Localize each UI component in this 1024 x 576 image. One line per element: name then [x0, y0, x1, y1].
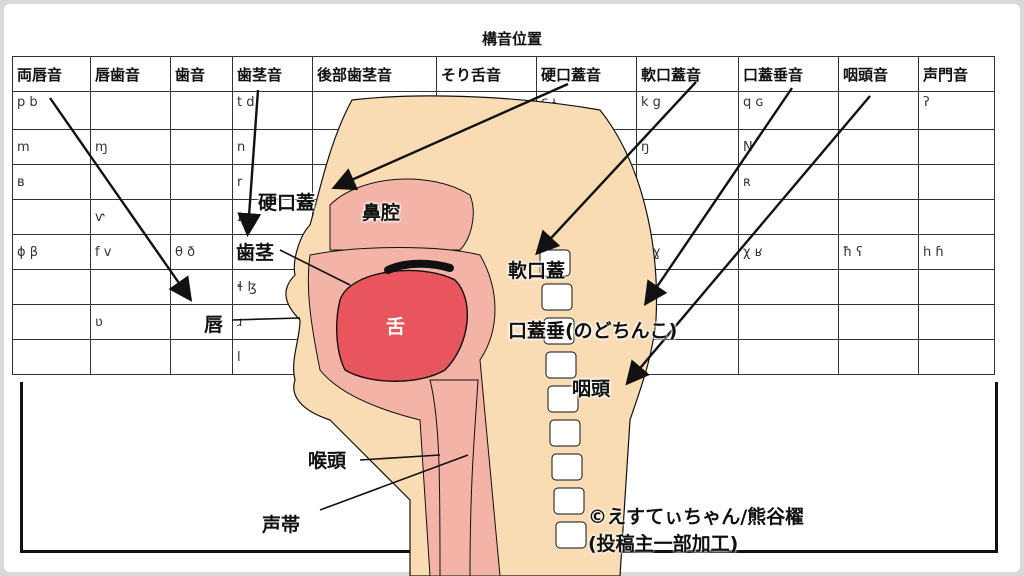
nasal-cavity-shape: [329, 178, 474, 251]
table-cell: [838, 91, 919, 130]
table-cell: p b: [12, 91, 91, 130]
leader-lines: [231, 249, 469, 511]
label-vocal-cords: 声帯: [262, 514, 301, 536]
trachea: [429, 379, 479, 576]
table-cell: ⱱ: [90, 199, 171, 235]
table-cell: [838, 129, 919, 165]
table-cell: ʋ: [90, 304, 171, 340]
hard-palate-shape: [384, 259, 454, 274]
credit-line-1: ©えすてぃちゃん/熊谷櫂: [588, 506, 805, 528]
column-header: 声門音: [918, 56, 995, 92]
table-cell: k g: [636, 91, 739, 130]
label-lips: 唇: [204, 314, 224, 336]
label-pharynx: 咽頭: [572, 378, 611, 400]
table-cell: n: [232, 129, 313, 165]
label-larynx: 喉頭: [308, 450, 347, 472]
table-cell: [170, 164, 233, 200]
table-cell: [90, 164, 171, 200]
table-cell: N: [738, 129, 839, 165]
column-header: 歯茎音: [232, 56, 313, 92]
credit-line-2: (投稿主一部加工): [588, 533, 739, 555]
column-header: 硬口蓋音: [536, 56, 637, 92]
table-cell: θ ð: [170, 234, 233, 270]
table-cell: [90, 339, 171, 375]
table-cell: ɸ β: [12, 234, 91, 270]
table-cell: [738, 199, 839, 235]
label-uvula: 口蓋垂(のどちんこ): [508, 320, 678, 342]
label-nasal-cavity: 鼻腔: [362, 202, 401, 224]
bracket-left: [20, 382, 23, 552]
table-cell: [90, 91, 171, 130]
credit: ©えすてぃちゃん/熊谷櫂 (投稿主一部加工): [588, 504, 804, 558]
pointer-arrows: [49, 81, 871, 386]
table-header-row: 両唇音 唇歯音 歯音 歯茎音 後部歯茎音 そり舌音 硬口蓋音 軟口蓋音 口蓋垂音…: [12, 56, 995, 92]
column-header: 後部歯茎音: [312, 56, 437, 92]
table-cell: [12, 199, 91, 235]
table-cell: [90, 269, 171, 305]
label-tongue: 舌: [386, 316, 406, 338]
table-cell: r: [232, 164, 313, 200]
table-cell: [738, 339, 839, 375]
spine: [539, 249, 587, 549]
table-cell: t d: [232, 91, 313, 130]
label-alveolar: 歯茎: [236, 242, 275, 264]
table-cell: [12, 304, 91, 340]
table-cell: [918, 129, 995, 165]
table-cell: [170, 129, 233, 165]
table-cell: [170, 199, 233, 235]
chart-title: 構音位置: [481, 30, 542, 48]
table-cell: [918, 269, 995, 305]
table-cell: m: [12, 129, 91, 165]
bracket-right: [995, 382, 998, 552]
column-header: 口蓋垂音: [738, 56, 839, 92]
table-cell: [170, 91, 233, 130]
label-soft-palate: 軟口蓋: [508, 260, 566, 282]
column-header: そり舌音: [436, 56, 537, 92]
table-cell: ħ ʕ: [838, 234, 919, 270]
table-cell: [838, 339, 919, 375]
table-cell: [738, 304, 839, 340]
table-cell: [918, 339, 995, 375]
label-hard-palate: 硬口蓋: [258, 192, 316, 214]
tongue-shape: [336, 269, 468, 382]
